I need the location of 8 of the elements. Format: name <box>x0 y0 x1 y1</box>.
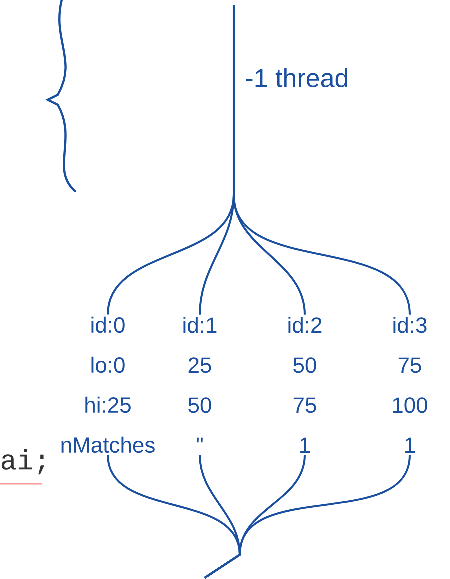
column-text: id:3 75 100 1 <box>393 317 428 453</box>
code-text: ai; <box>2 449 45 475</box>
column-text: id:0 lo:0 hi:25 nMatches <box>62 316 155 454</box>
column-text: id:1 25 50 " <box>184 317 217 443</box>
column-text: id:2 50 75 1 <box>288 317 322 453</box>
handwritten-note: -1 thread <box>246 68 348 88</box>
branch-line <box>204 454 411 579</box>
branch-line <box>233 5 411 316</box>
